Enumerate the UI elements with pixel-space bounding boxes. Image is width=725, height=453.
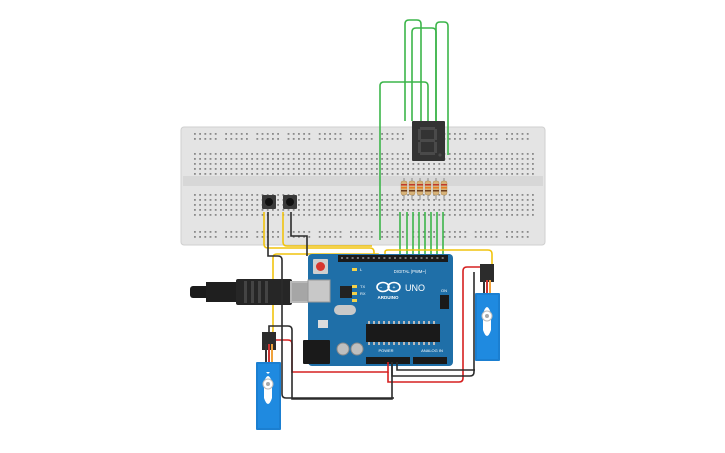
svg-text:+: +	[393, 285, 396, 291]
digital-pins	[341, 257, 444, 259]
power-label: POWER	[378, 348, 393, 353]
power-wires[interactable]	[267, 212, 484, 400]
led-l-label: L	[360, 267, 363, 272]
servo-left[interactable]	[256, 332, 281, 430]
servo-right-connector	[480, 264, 494, 282]
display-segments	[418, 127, 442, 157]
led-rx-label: RX	[360, 291, 366, 296]
svg-text:−: −	[380, 285, 383, 291]
arduino-uno-board[interactable]: DIGITAL (PWM~) L TX RX − + UNO ARDUINO	[303, 254, 453, 366]
resistor-array[interactable]	[400, 178, 448, 200]
tactile-button-right[interactable]	[283, 195, 297, 209]
on-label: ON	[441, 288, 447, 293]
analog-label: ANALOG IN	[421, 348, 443, 353]
servo-right[interactable]	[475, 264, 500, 361]
status-leds	[352, 268, 357, 302]
seven-segment-display[interactable]: 8	[412, 121, 445, 161]
icsp-header	[440, 295, 449, 309]
capacitor-1	[336, 342, 350, 356]
reset-button[interactable]	[313, 259, 328, 274]
digital-label: DIGITAL (PWM~)	[394, 269, 427, 274]
crystal	[334, 305, 356, 315]
regulator	[318, 320, 328, 328]
led-tx-label: TX	[360, 284, 365, 289]
arduino-logo: − +	[376, 281, 401, 293]
capacitor-2	[350, 342, 364, 356]
power-header	[366, 357, 410, 364]
power-jack	[303, 340, 330, 364]
arduino-brand-text: ARDUINO	[378, 295, 399, 300]
tactile-button-left[interactable]	[262, 195, 276, 209]
usb-chip	[340, 286, 352, 298]
analog-header	[413, 357, 447, 364]
breadboard[interactable]	[180, 126, 546, 246]
atmega-chip	[366, 321, 440, 345]
digital-header	[338, 255, 448, 262]
uno-logo-text: UNO	[405, 283, 425, 293]
usb-socket	[307, 279, 331, 303]
